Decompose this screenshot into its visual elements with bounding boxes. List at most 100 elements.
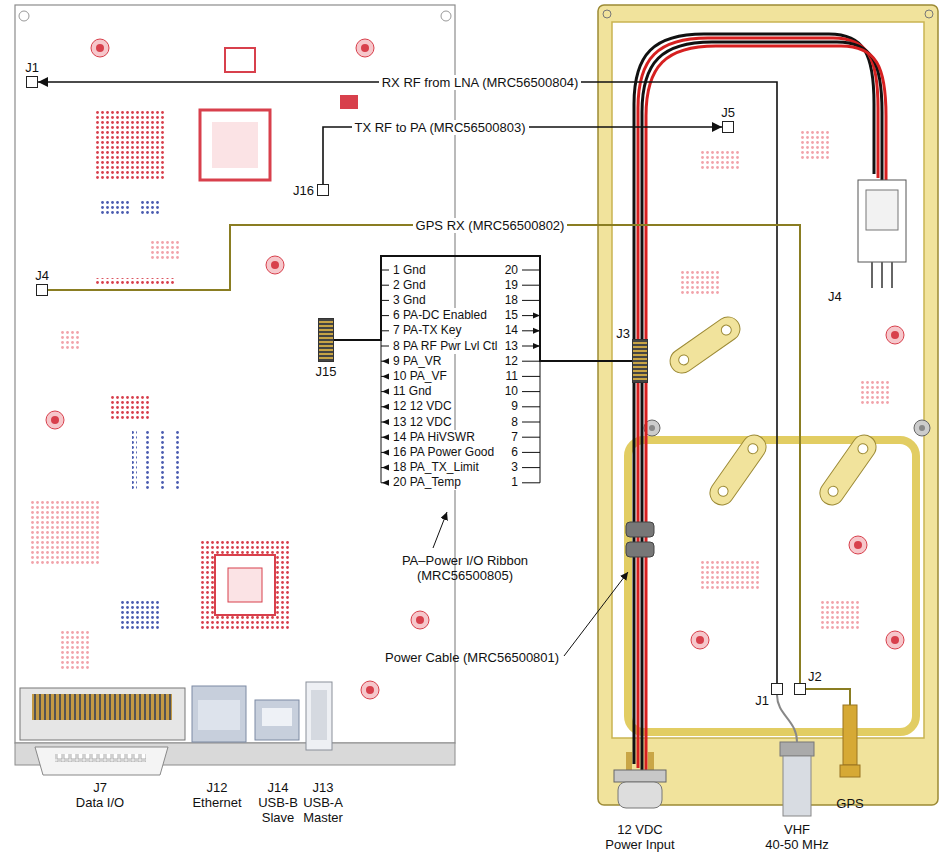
part-label: Power Cable (MRC56500801) [385, 650, 559, 665]
pa-housing [891, 636, 899, 644]
rf-wire [806, 689, 850, 705]
ribbon-bus [522, 452, 540, 453]
ribbon-bus [381, 376, 389, 377]
pa-housing [886, 631, 904, 649]
pa-housing [680, 270, 720, 295]
io-connectors [262, 708, 292, 726]
part-label: Master [303, 810, 343, 825]
power-connector-j4 [858, 180, 906, 288]
ferrite-bead [626, 522, 654, 557]
pcb-traces [30, 500, 100, 565]
pcb-traces [416, 616, 424, 624]
pa-housing [705, 430, 771, 509]
leader-line [433, 512, 447, 548]
pa-housing [925, 10, 933, 18]
panel-connectors [843, 705, 857, 765]
pin-label: 9 PA_VR [392, 354, 442, 369]
ferrite-bead [626, 522, 654, 537]
part-label: GPS [836, 796, 863, 811]
pa-housing [800, 130, 830, 160]
pa-housing [628, 440, 916, 732]
pin-number: 1 [510, 475, 519, 490]
pcb-traces [366, 686, 374, 694]
power-connector-j4 [871, 262, 873, 288]
pa-housing [691, 631, 709, 649]
ribbon-bus [522, 361, 540, 362]
pin-label: 2 Gnd [392, 278, 427, 293]
panel-connectors [840, 765, 860, 777]
part-label: J4 [828, 289, 842, 304]
io-connectors [55, 754, 146, 762]
panel-connectors [626, 752, 632, 772]
ribbon-bus [381, 437, 389, 438]
pcb-traces [225, 48, 255, 72]
io-connectors [306, 682, 332, 750]
ribbon-bus [381, 482, 389, 483]
ribbon-bus [381, 406, 389, 407]
pcb-traces [51, 416, 59, 424]
rf-cable [48, 225, 800, 683]
pa-housing [815, 430, 881, 509]
pa-housing [665, 312, 744, 378]
pcb-traces [96, 44, 104, 52]
control-board [441, 11, 451, 21]
cable-label: TX RF to PA (MRC56500803) [352, 120, 529, 135]
ribbon-bus [381, 285, 389, 286]
connector-label: J16 [293, 183, 314, 198]
rf-wire [777, 695, 797, 742]
pin-number: 19 [504, 278, 519, 293]
ribbon-bus [522, 300, 540, 301]
ribbon-bus [522, 285, 540, 286]
pa-housing [746, 442, 760, 456]
pcb-traces [60, 330, 80, 350]
pin-label: 10 PA_VF [392, 369, 448, 384]
power-cable [634, 34, 874, 764]
io-connectors [32, 694, 172, 720]
pcb-traces [228, 568, 262, 602]
pin-label: 7 PA-TX Key [392, 323, 462, 338]
pa-housing [649, 425, 655, 431]
io-connectors [32, 694, 172, 720]
cable-group [38, 82, 800, 683]
ribbon-bus [381, 391, 389, 392]
pcb-traces [95, 278, 175, 284]
pa-housing [705, 430, 771, 509]
part-label: Slave [262, 810, 295, 825]
io-connectors [15, 743, 455, 765]
ribbon-bus [381, 361, 389, 362]
connector-port: J16 [317, 184, 329, 196]
connector-port: J4 [36, 284, 48, 296]
ribbon-bus [382, 419, 389, 425]
io-connectors [20, 688, 185, 740]
pin-number: 9 [510, 399, 519, 414]
part-label: J13 [313, 780, 334, 795]
connector-label: J2 [808, 669, 822, 684]
pcb-traces [150, 240, 180, 260]
io-connectors [15, 682, 455, 775]
connector-port: J1 [771, 683, 783, 695]
pa-housing [891, 331, 899, 339]
pcb-traces [30, 39, 429, 699]
io-connectors [192, 686, 246, 742]
ribbon-bus [522, 376, 540, 377]
pin-label: 3 Gnd [392, 293, 427, 308]
ribbon-bus [382, 373, 389, 379]
panel-connectors [618, 782, 662, 808]
ribbon-bus [522, 422, 540, 423]
cable-label: RX RF from LNA (MRC56500804) [379, 75, 582, 90]
io-connectors [35, 747, 168, 775]
ribbon-bus [381, 315, 389, 316]
pin-number: 11 [505, 369, 519, 384]
ribbon-bus [522, 330, 540, 331]
pa-housing [700, 150, 740, 170]
pa-housing [700, 560, 760, 590]
power-connector-j4 [858, 180, 906, 262]
pcb-traces [271, 261, 279, 269]
pa-housing [598, 5, 938, 805]
connector-label: J15 [316, 364, 337, 379]
pin-label: 11 Gnd [392, 384, 432, 399]
pcb-traces [146, 430, 151, 490]
part-label: J7 [93, 780, 107, 795]
pa-housing [820, 600, 860, 630]
pcb-traces [110, 395, 150, 420]
